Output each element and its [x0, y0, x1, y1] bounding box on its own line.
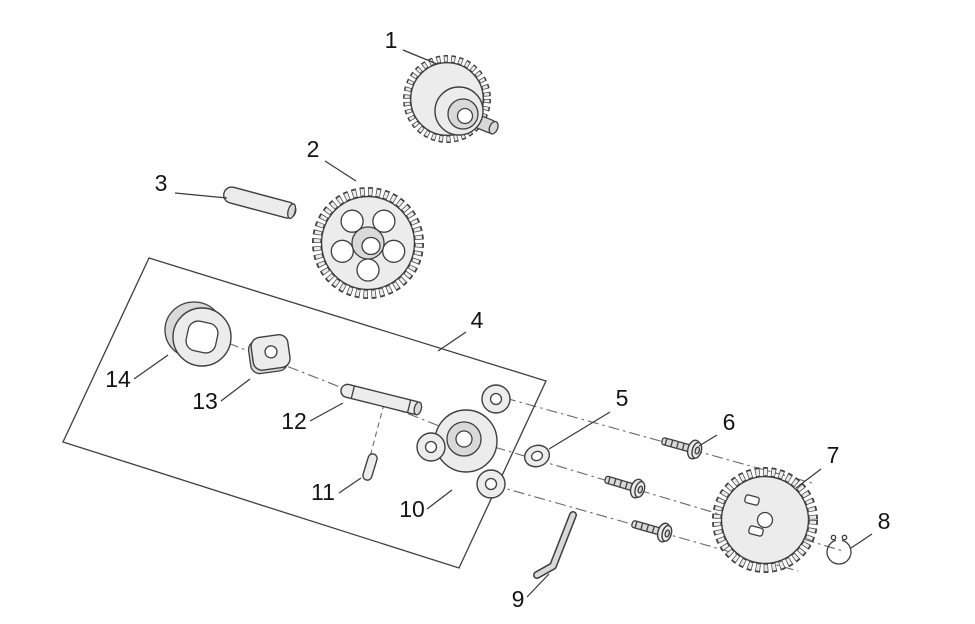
callout-10: 10: [399, 496, 425, 522]
leader-line-13: [220, 378, 251, 402]
callout-13: 13: [192, 388, 218, 414]
leader-line-6: [698, 434, 718, 447]
callout-6: 6: [723, 409, 736, 435]
part-14-rotor: [164, 301, 232, 367]
leader-line-3: [174, 192, 228, 199]
axis-line-pump-shaft: [227, 342, 453, 432]
callout-14: 14: [105, 366, 131, 392]
part-3-pin: [223, 186, 297, 220]
screw-middle: [601, 469, 648, 501]
callout-7: 7: [827, 442, 840, 468]
part-2-gear: [312, 187, 424, 299]
part-6-screws: [601, 430, 705, 545]
leader-line-12: [309, 402, 344, 422]
part-13-inner-rotor: [247, 333, 291, 375]
callout-3: 3: [155, 170, 168, 196]
callout-4: 4: [471, 307, 484, 333]
callout-2: 2: [307, 136, 320, 162]
axis-line-top: [504, 397, 813, 484]
part-9-bent-pin: [533, 511, 577, 579]
callout-5: 5: [616, 385, 629, 411]
dash-line-pin: [366, 403, 385, 469]
leader-line-5: [548, 411, 611, 450]
screw-top: [658, 430, 705, 462]
leader-line-4: [437, 331, 467, 352]
leader-line-10: [426, 489, 453, 510]
part-10-pump-cover: [416, 384, 511, 499]
callout-8: 8: [878, 508, 891, 534]
callout-labels: 1 2 3 4 5 6 7 8 9 10 11 12 13 14: [105, 27, 890, 612]
callout-9: 9: [512, 586, 525, 612]
callout-12: 12: [281, 408, 307, 434]
leader-lines: [133, 49, 873, 598]
part-7-gear: [712, 467, 818, 573]
part-4-group-frame: [62, 257, 547, 569]
leader-line-7: [795, 468, 822, 489]
leader-line-1: [402, 49, 438, 65]
callout-1: 1: [385, 27, 398, 53]
part-12-shaft: [340, 383, 423, 416]
part-5-washer: [523, 444, 551, 468]
screw-bottom: [628, 513, 675, 545]
leader-line-9: [526, 573, 550, 598]
part-1-gear: [403, 55, 499, 143]
callout-11: 11: [311, 479, 335, 505]
leader-line-8: [850, 533, 873, 549]
leader-line-11: [338, 477, 362, 494]
part-11-pin: [362, 453, 378, 481]
leader-line-2: [324, 160, 357, 182]
part-8-circlip: [826, 534, 852, 565]
leader-line-14: [133, 354, 169, 380]
